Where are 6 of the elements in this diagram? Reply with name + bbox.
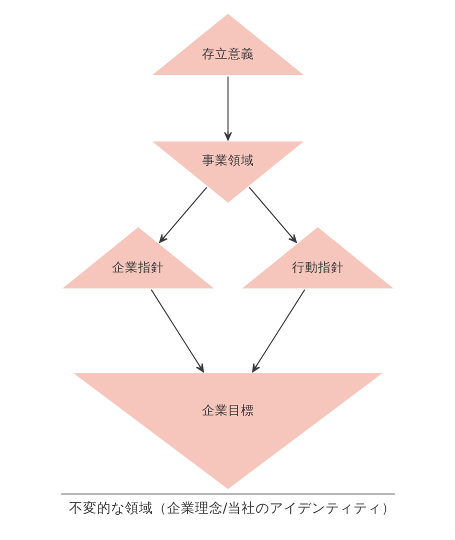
arrow [248, 186, 296, 243]
caption: 不変的な領域（企業理念/当社のアイデンティティ） [68, 500, 395, 516]
arrow [252, 289, 305, 372]
arrow [158, 186, 207, 243]
arrow [150, 289, 204, 372]
arrow [224, 76, 232, 141]
